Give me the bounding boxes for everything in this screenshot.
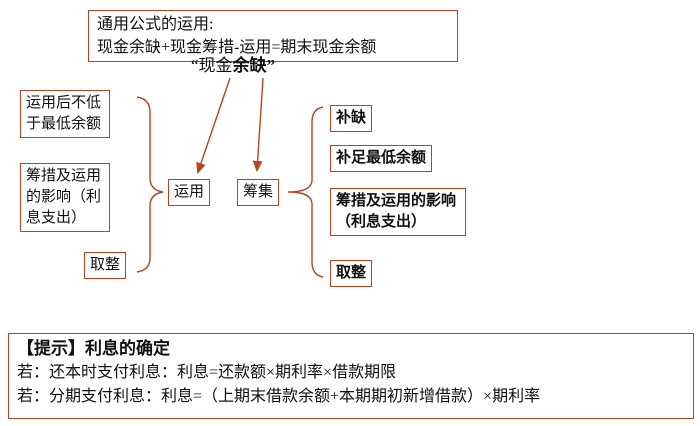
formula-line-1: 通用公式的运用: (97, 16, 214, 33)
formula-line-2: 现金余缺+现金筹措-运用=期末现金余额 (97, 39, 377, 56)
quote-label-bold: 余缺” (232, 56, 276, 75)
left-brace (136, 96, 164, 273)
right-box-rounding: 取整 (330, 260, 373, 287)
arrow-to-yunyong (196, 77, 231, 174)
left-box-minimum-balance: 运用后不低于最低余额 (20, 90, 110, 138)
formula-box: 通用公式的运用: 现金余缺+现金筹措-运用=期末现金余额 (88, 10, 458, 62)
right-box-fill-gap: 补缺 (330, 105, 373, 132)
right-box-interest-impact: 筹措及运用的影响（利息支出） (330, 188, 466, 236)
tip-box: 【提示】利息的确定 若：还本时支付利息：利息=还款额×期利率×借款期限 若：分期… (8, 333, 694, 419)
left-box-interest-impact: 筹措及运用的影响（利息支出） (20, 163, 110, 232)
tip-title: 【提示】利息的确定 (17, 339, 170, 358)
left-box-rounding: 取整 (84, 252, 127, 279)
right-box-fill-minimum-balance: 补足最低余额 (330, 145, 433, 172)
center-box-yunyong: 运用 (168, 179, 211, 206)
tip-line-1: 若：还本时支付利息：利息=还款额×期利率×借款期限 (17, 364, 397, 381)
quote-label-normal: “现金 (191, 56, 233, 75)
arrow-to-chouji (252, 77, 264, 173)
center-box-chouji: 筹集 (237, 179, 280, 206)
right-brace (287, 106, 324, 278)
tip-line-2: 若：分期支付利息：利息=（上期末借款余额+本期期初新增借款）×期利率 (17, 388, 541, 405)
quote-label: “现金余缺” (191, 55, 275, 76)
